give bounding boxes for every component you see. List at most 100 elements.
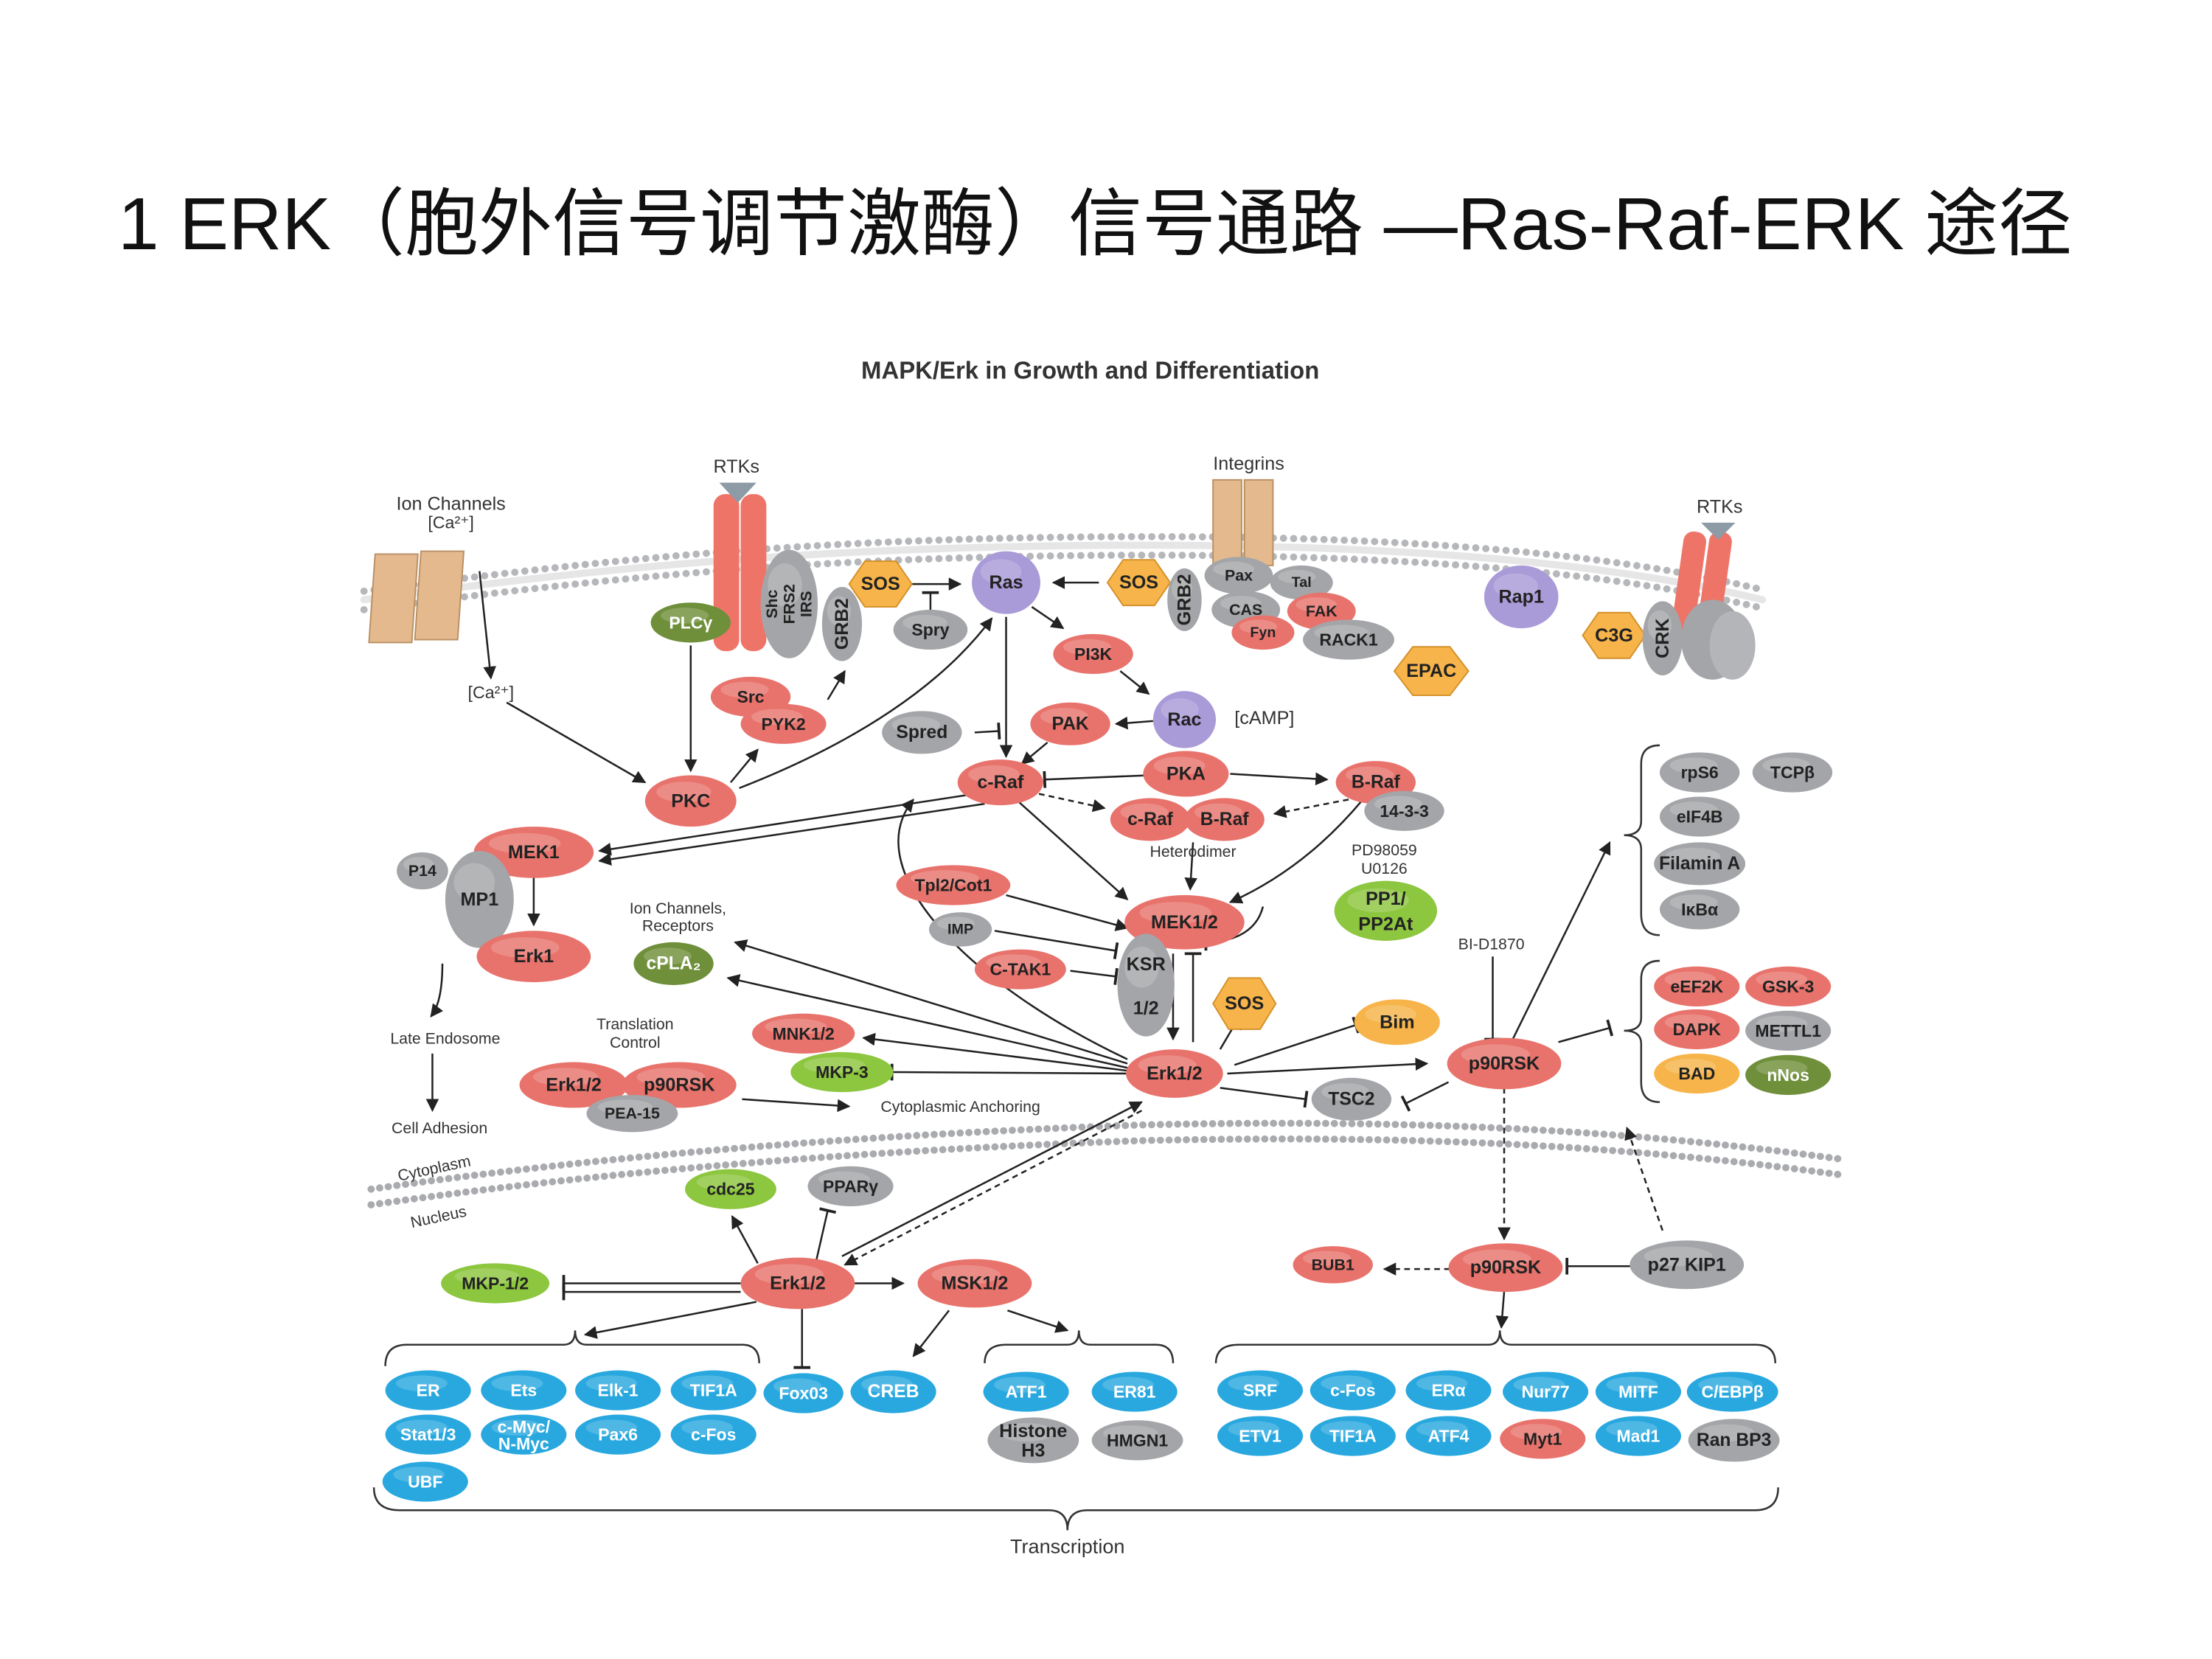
node-label: Rac — [1167, 709, 1201, 730]
pathway-edge — [1031, 606, 1065, 630]
node-label: MKP-3 — [815, 1062, 869, 1082]
node-label: p90RSK — [644, 1074, 714, 1095]
node-mad1: Mad1 — [1595, 1416, 1681, 1456]
node-pyk2: PYK2 — [740, 703, 827, 744]
node-label: Pax6 — [598, 1425, 638, 1444]
node-ctak1: C-TAK1 — [974, 949, 1066, 990]
node-label: Nur77 — [1522, 1382, 1570, 1402]
node-elk1: Elk-1 — [575, 1370, 661, 1411]
node-label: Tal — [1292, 574, 1312, 591]
node-label: SOS — [1225, 993, 1264, 1014]
node-pka: PKA — [1143, 751, 1229, 797]
pathway-edge — [890, 1063, 1128, 1081]
pathway-edge — [841, 1101, 1143, 1257]
node-label: Histone — [999, 1421, 1067, 1441]
label-cell-adhesion: Cell Adhesion — [392, 1119, 487, 1137]
node-label: C/EBPβ — [1701, 1382, 1763, 1402]
label-ion-channels-receptors-1: Ion Channels, — [630, 900, 726, 917]
pathway-edge — [479, 571, 496, 680]
node-label: PYK2 — [762, 714, 806, 734]
node-label: Filamin A — [1659, 854, 1740, 874]
node-fox03: Fox03 — [763, 1373, 844, 1413]
node-label: RACK1 — [1319, 630, 1377, 650]
node-label: p90RSK — [1470, 1257, 1541, 1278]
node-ranbp3: Ran BP3 — [1688, 1419, 1780, 1462]
node-p90n: p90RSK — [1448, 1243, 1563, 1293]
node-spred: Spred — [882, 711, 962, 754]
node-label: MSK1/2 — [941, 1273, 1008, 1293]
node-label: Elk-1 — [598, 1381, 639, 1400]
node-label: ATF4 — [1428, 1427, 1470, 1446]
node-pp1: PP1/PP2At — [1334, 880, 1438, 941]
node-stat: Stat1/3 — [385, 1414, 471, 1455]
node-label: Ras — [989, 572, 1023, 593]
label-nucleus: Nucleus — [409, 1203, 468, 1231]
pathway-edge — [1495, 1291, 1509, 1329]
node-cebpb: C/EBPβ — [1686, 1371, 1778, 1412]
node-p27: p27 KIP1 — [1630, 1240, 1745, 1290]
node-label: Spry — [911, 620, 949, 639]
node-label: c-Myc/ — [498, 1417, 551, 1436]
node-label: GRB2 — [832, 598, 852, 650]
node-atf1: ATF1 — [983, 1371, 1069, 1412]
node-atf4: ATF4 — [1405, 1416, 1492, 1456]
node-cmyc: c-Myc/N-Myc — [481, 1414, 567, 1455]
node-mnk: MNK1/2 — [752, 1013, 855, 1054]
label-ion-channels: Ion Channels — [396, 493, 505, 514]
label-ca-top: [Ca²⁺] — [428, 513, 474, 532]
node-tal: Tal — [1270, 565, 1333, 600]
node-erk12n: Erk1/2 — [740, 1257, 855, 1310]
node-eif4b: eIF4B — [1659, 796, 1740, 837]
node-ets: Ets — [481, 1370, 567, 1411]
node-rap1: Rap1 — [1484, 565, 1559, 629]
node-label: SRF — [1243, 1381, 1277, 1400]
node-mek1: MEK1 — [473, 827, 594, 878]
node-mkp12: MKP-1/2 — [441, 1263, 550, 1304]
node-cpla2: cPLA₂ — [633, 942, 714, 985]
pathway-edge — [1070, 967, 1119, 985]
node-cdc25: cdc25 — [685, 1169, 776, 1209]
node-pparg: PPARγ — [807, 1166, 894, 1206]
node-label: METTL1 — [1755, 1021, 1821, 1040]
node-bim: Bim — [1354, 999, 1440, 1046]
node-craf: c-Raf — [957, 759, 1043, 806]
node-braf: B-Raf — [1335, 761, 1416, 804]
node-label: Ets — [510, 1381, 537, 1400]
pathway-edge — [1230, 772, 1329, 786]
node-label: HMGN1 — [1107, 1430, 1168, 1450]
pathway-edge — [1228, 799, 1364, 904]
node-pax: Pax — [1204, 557, 1273, 594]
node-label: P14 — [408, 862, 437, 880]
node-rps6: rpS6 — [1659, 752, 1740, 793]
node-tpl2: Tpl2/Cot1 — [896, 865, 1011, 905]
pathway-edge — [1043, 771, 1150, 788]
plasma-membrane — [360, 532, 1767, 613]
node-p14: P14 — [397, 852, 448, 890]
node-label: MNK1/2 — [772, 1024, 834, 1043]
node-label: eIF4B — [1677, 807, 1723, 827]
node-erk12: Erk1/2 — [1126, 1049, 1223, 1098]
node-label: Erk1 — [514, 946, 554, 967]
pathway-edge — [1220, 1087, 1309, 1108]
node-bub1: BUB1 — [1293, 1246, 1373, 1284]
pathway-edge — [430, 963, 444, 1018]
label-ca-mid: [Ca²⁺] — [468, 683, 515, 702]
node-grb2b: GRB2 — [1167, 568, 1202, 631]
node-erk12a: Erk1/2 — [519, 1062, 628, 1108]
node-craf2: c-Raf — [1110, 798, 1191, 841]
node-label: PKC — [671, 790, 710, 811]
node-hmgn1: HMGN1 — [1091, 1420, 1183, 1461]
node-label: p90RSK — [1469, 1053, 1540, 1074]
node-label: MKP-1/2 — [462, 1273, 529, 1293]
node-pea15: PEA-15 — [586, 1095, 678, 1133]
node-label: Mad1 — [1617, 1427, 1660, 1446]
node-c3g: C3G — [1582, 611, 1646, 659]
node-label: GSK-3 — [1762, 977, 1814, 996]
pathway-edge — [1119, 670, 1150, 695]
node-label: Bim — [1380, 1012, 1415, 1032]
node-label: H3 — [1021, 1440, 1045, 1461]
node-label: ETV1 — [1239, 1427, 1281, 1446]
node-ikba: IκBα — [1659, 889, 1740, 930]
